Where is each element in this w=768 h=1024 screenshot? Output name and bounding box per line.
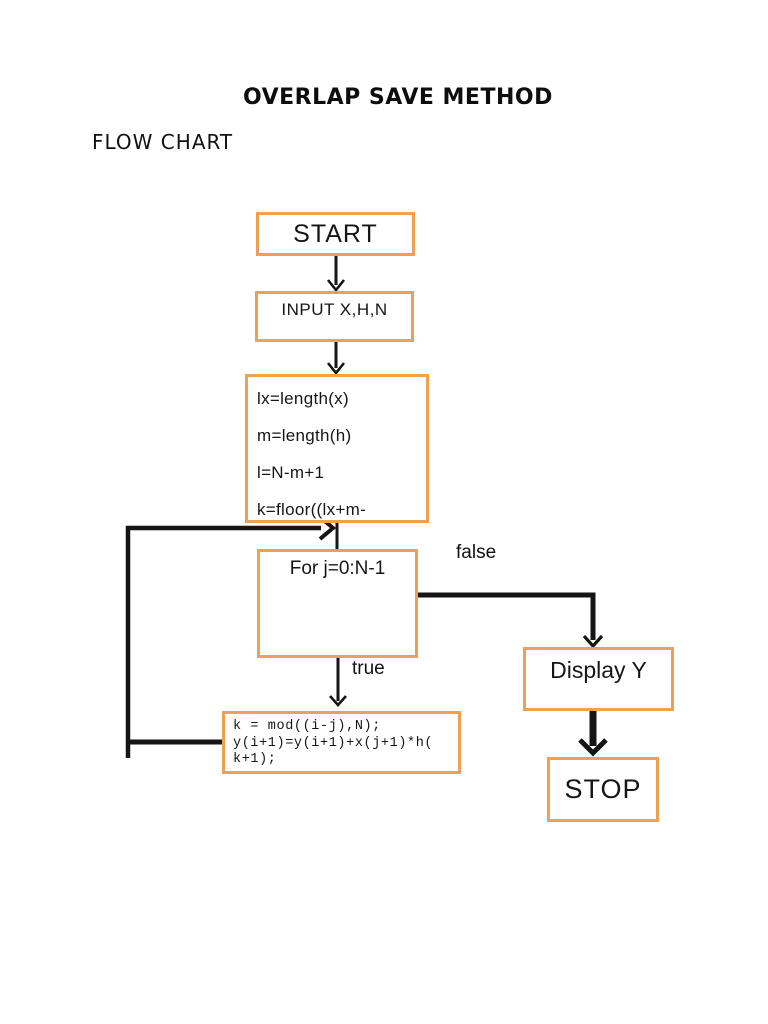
arrow-start-to-input: [326, 256, 346, 293]
for-loop-node-label: For j=0:N-1: [289, 558, 386, 579]
code-line: k = mod((i-j),N);: [233, 719, 381, 734]
loop-body-code-node: k = mod((i-j),N); y(i+1)=y(i+1)+x(j+1)*h…: [222, 711, 461, 774]
arrow-for-to-code: [329, 657, 347, 707]
arrow-input-to-init: [326, 341, 346, 376]
page-title: OVERLAP SAVE METHOD: [243, 85, 553, 110]
code-line: y(i+1)=y(i+1)+x(j+1)*h(: [233, 735, 434, 751]
init-line: l=N-m+1: [257, 463, 325, 482]
input-node-label: INPUT X,H,N: [281, 300, 388, 319]
stop-node: STOP: [547, 757, 659, 822]
start-node-label: START: [293, 219, 378, 248]
arrow-for-to-display: [417, 592, 604, 649]
false-branch-label: false: [456, 542, 497, 563]
stop-node-label: STOP: [564, 774, 642, 804]
display-node: Display Y: [523, 647, 674, 711]
init-line: lx=length(x): [257, 389, 349, 408]
for-loop-node: For j=0:N-1: [257, 549, 418, 658]
start-node: START: [256, 212, 415, 256]
display-node-label: Display Y: [550, 657, 647, 683]
true-branch-label: true: [352, 658, 385, 679]
code-line: k+1);: [233, 752, 277, 767]
init-line: m=length(h): [257, 426, 352, 445]
page-subtitle: FLOW CHART: [92, 130, 234, 154]
input-node: INPUT X,H,N: [255, 291, 414, 342]
init-line: k=floor((lx+m-: [257, 500, 367, 519]
init-node: lx=length(x) m=length(h) l=N-m+1 k=floor…: [245, 374, 429, 523]
arrow-display-to-stop: [578, 711, 608, 757]
